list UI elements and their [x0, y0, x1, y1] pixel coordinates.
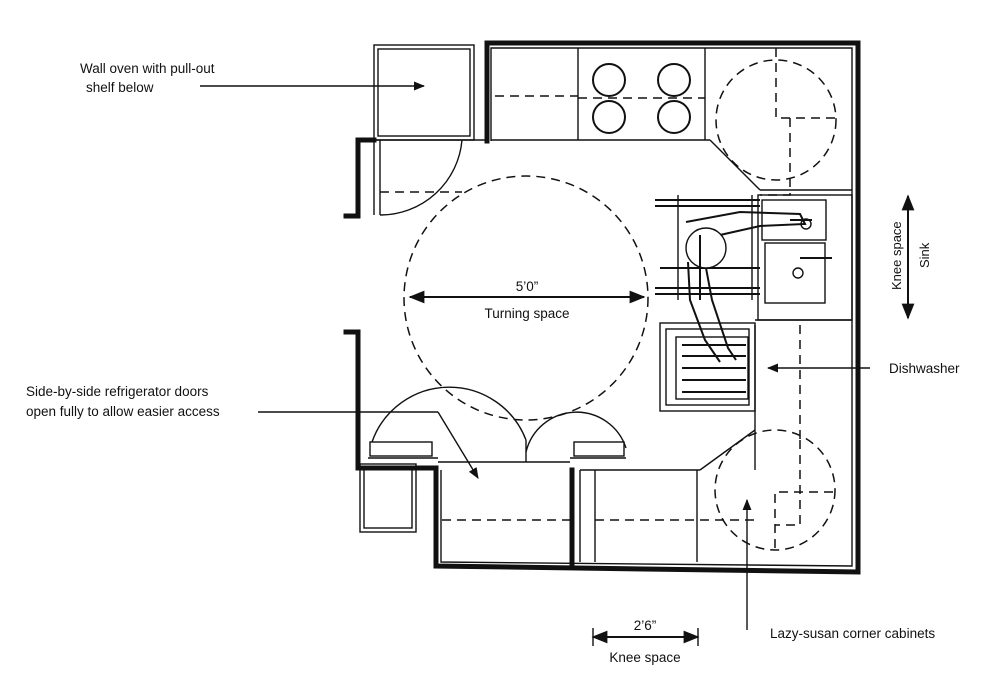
wheelchair-user-figure [685, 210, 807, 363]
sink-counter [655, 194, 853, 321]
refrigerator-leader-diagonal [437, 411, 479, 479]
knee-dimension-label: 2’6” [634, 618, 657, 633]
turning-dimension-label: 5’0” [516, 279, 539, 294]
dishwasher [659, 319, 852, 470]
refrigerator [359, 386, 627, 533]
sink-label: Sink [917, 242, 932, 268]
refrigerator-label-line1: Side-by-side refrigerator doors [26, 384, 209, 399]
turning-space-label: Turning space [484, 306, 569, 321]
dishwasher-label: Dishwasher [889, 361, 960, 376]
top-counter-cooktop [491, 48, 710, 141]
lazy-susan-top-right [709, 48, 852, 196]
lazy-susan-label: Lazy-susan corner cabinets [770, 626, 935, 641]
knee-space-vertical-label: Knee space [889, 221, 904, 290]
wall-oven [373, 44, 487, 216]
knee-space-bottom-label: Knee space [609, 650, 680, 665]
bottom-counter [442, 469, 760, 562]
refrigerator-label-line2: open fully to allow easier access [26, 404, 220, 419]
wall-oven-label-line2: shelf below [86, 80, 154, 95]
wall-oven-label-line1: Wall oven with pull-out [80, 61, 215, 76]
lazy-susan-bottom-right [699, 429, 836, 551]
turning-space-circle [403, 175, 649, 421]
